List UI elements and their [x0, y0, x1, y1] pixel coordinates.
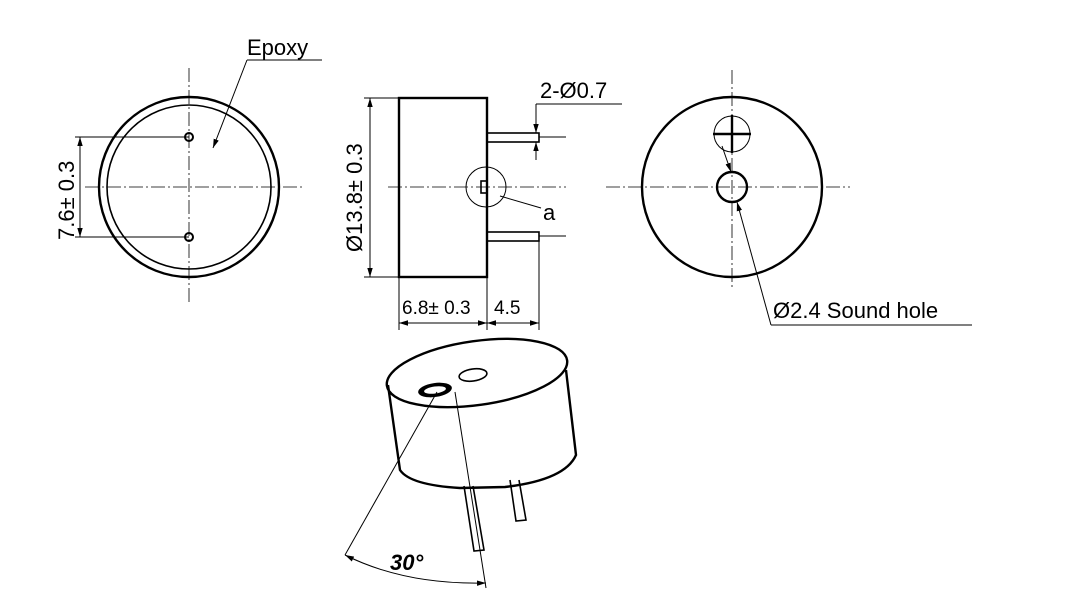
pin-spacing-label: 7.6± 0.3 [54, 161, 79, 240]
angle-label: 30° [390, 550, 423, 575]
height-label: 6.8± 0.3 [402, 298, 471, 319]
epoxy-label: Epoxy [247, 35, 308, 60]
detail-a-label: a [543, 200, 556, 225]
rear-view: Ø2.4 Sound hole [606, 70, 972, 326]
sound-hole-leader-upper [721, 145, 732, 173]
iso-pin-left [463, 485, 485, 552]
sound-hole-label: Ø2.4 Sound hole [773, 298, 938, 323]
iso-pin-right [509, 479, 527, 522]
pin-dia-label: 2-Ø0.7 [540, 78, 607, 103]
detail-a-marker [480, 180, 488, 194]
iso-top-face [385, 337, 569, 409]
detail-a-leader [499, 195, 542, 209]
sound-hole-leader [736, 201, 772, 326]
pin-len-label: 4.5 [494, 298, 520, 319]
iso-body-side [386, 369, 578, 490]
side-pin-top [486, 132, 540, 143]
body-dia-label: Ø13.8± 0.3 [342, 143, 367, 252]
sound-hole [715, 170, 749, 204]
front-inner-circle [106, 104, 272, 270]
front-view: 7.6± 0.3 Epoxy [54, 35, 322, 305]
isometric-view: 30° [344, 337, 578, 589]
side-view: a 2-Ø0.7 Ø13.8± 0.3 6.8± 0.3 4.5 [342, 78, 622, 330]
front-outer-circle [97, 95, 281, 279]
side-body [397, 96, 489, 279]
iso-sound-hole [458, 367, 488, 383]
rear-outer-circle [640, 95, 824, 279]
detail-a-circle [465, 166, 507, 208]
iso-epoxy-inner [424, 386, 446, 394]
angle-arc [344, 554, 487, 586]
angle-line-right [454, 391, 487, 589]
epoxy-leader [212, 59, 248, 149]
side-pin-bottom [486, 231, 540, 242]
angle-line-left [344, 391, 438, 556]
